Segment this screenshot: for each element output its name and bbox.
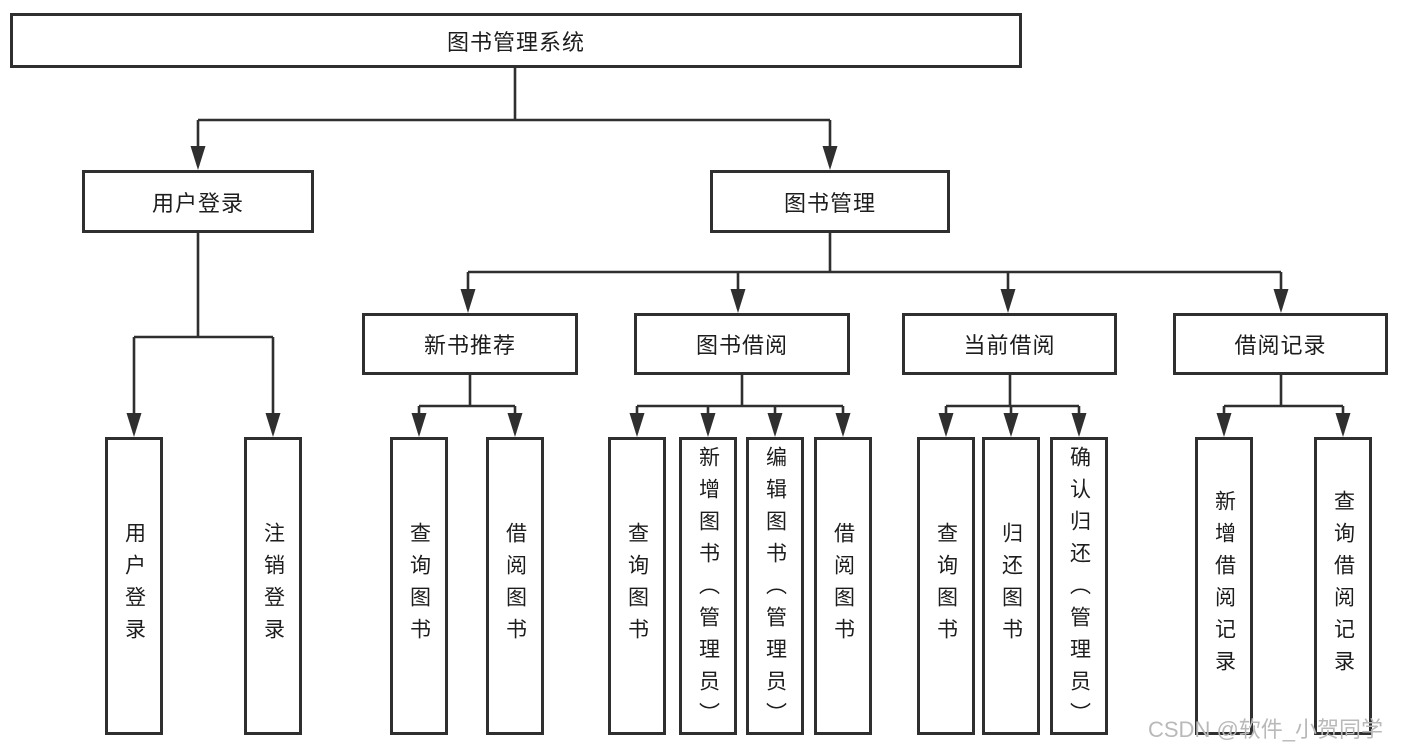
leaf-add-borrow-record: 新增借阅记录 — [1195, 437, 1253, 735]
leaf-return-books: 归还图书 — [982, 437, 1040, 735]
leaf-add-book-admin: 新增图书（管理员） — [679, 437, 737, 735]
leaf-query-books-current: 查询图书 — [917, 437, 975, 735]
leaf-borrow-books-borrowing: 借阅图书 — [814, 437, 872, 735]
node-library-management-system: 图书管理系统 — [10, 13, 1022, 68]
node-new-book-recommend: 新书推荐 — [362, 313, 578, 375]
leaf-query-books-borrowing: 查询图书 — [608, 437, 666, 735]
leaf-borrow-books-recommend: 借阅图书 — [486, 437, 544, 735]
node-borrowing-records: 借阅记录 — [1173, 313, 1388, 375]
node-user-login: 用户登录 — [82, 170, 314, 233]
node-book-borrowing: 图书借阅 — [634, 313, 850, 375]
arrowheads — [126, 146, 1351, 437]
leaf-confirm-return-admin: 确认归还（管理员） — [1050, 437, 1108, 735]
leaf-query-borrow-record: 查询借阅记录 — [1314, 437, 1372, 735]
leaf-user-login: 用户登录 — [105, 437, 163, 735]
leaf-edit-book-admin: 编辑图书（管理员） — [746, 437, 804, 735]
leaf-logout-login: 注销登录 — [244, 437, 302, 735]
node-current-borrowing: 当前借阅 — [902, 313, 1117, 375]
node-book-management: 图书管理 — [710, 170, 950, 233]
leaf-query-books-recommend: 查询图书 — [390, 437, 448, 735]
